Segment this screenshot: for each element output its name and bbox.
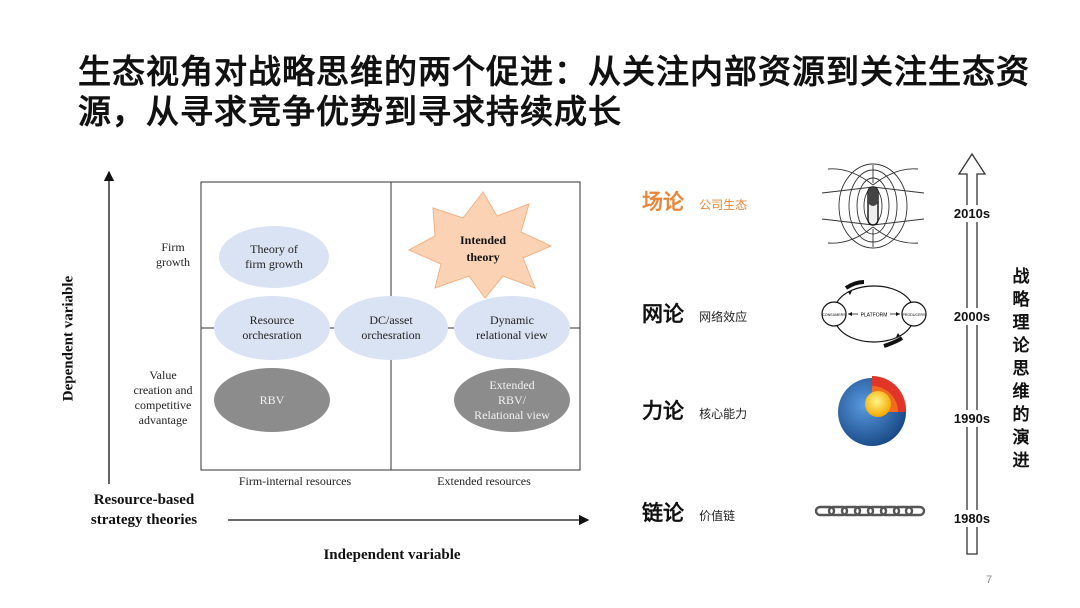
col-label-extended: Extended resources: [437, 474, 531, 488]
timeline-arrow: [957, 152, 987, 555]
theory-desc: 网络效应: [699, 310, 748, 324]
chain-icon: [814, 505, 926, 517]
decade-label: 2000s: [951, 308, 993, 325]
vertical-caption: 战 略 理 论 思 维 的 演 进: [1012, 267, 1030, 471]
theory-row-force: 力论 核心能力: [642, 395, 747, 425]
bubble-rbv: RBV: [214, 368, 330, 432]
theory-desc: 价值链: [699, 509, 736, 523]
consumers-label: CONSUMERS: [822, 313, 846, 317]
x-axis-label: Independent variable: [323, 547, 461, 563]
col-label-firm-internal: Firm-internal resources: [238, 474, 352, 488]
platform-label: PLATFORM: [861, 313, 888, 319]
platform-network-icon: PLATFORM CONSUMERS PRODUCERS: [821, 280, 927, 348]
theory-row-field: 场论 公司生态: [642, 186, 747, 216]
corner-label: Resource-based strategy theories: [90, 492, 198, 528]
theory-row-network: 网论 网络效应: [642, 298, 747, 328]
row-label-value-creation: Value creation and competitive advantage: [133, 368, 193, 427]
decade-label: 1980s: [951, 510, 993, 527]
theory-name: 网论: [642, 301, 684, 326]
theory-name: 链论: [642, 500, 684, 525]
row-label-firm-growth: Firm growth: [156, 240, 190, 269]
producers-label: PRODUCERS: [903, 313, 927, 317]
y-axis-label: Dependent variable: [60, 275, 77, 402]
magnetic-field-icon: [821, 163, 925, 249]
page-number: 7: [986, 574, 993, 586]
theory-name: 场论: [642, 189, 684, 214]
intended-theory-starburst: [407, 191, 553, 299]
page-title: 生态视角对战略思维的两个促进：从关注内部资源到关注生态资源，从寻求竞争优势到寻求…: [78, 52, 1030, 131]
decade-label: 2010s: [951, 205, 993, 222]
intended-theory-label: Intended theory: [459, 233, 506, 264]
theory-desc: 核心能力: [699, 407, 748, 421]
decade-label: 1990s: [951, 410, 993, 427]
theory-row-chain: 链论 价值链: [642, 497, 735, 527]
core-sphere-icon: [838, 375, 907, 446]
theory-name: 力论: [642, 398, 684, 423]
theory-desc: 公司生态: [699, 198, 748, 212]
